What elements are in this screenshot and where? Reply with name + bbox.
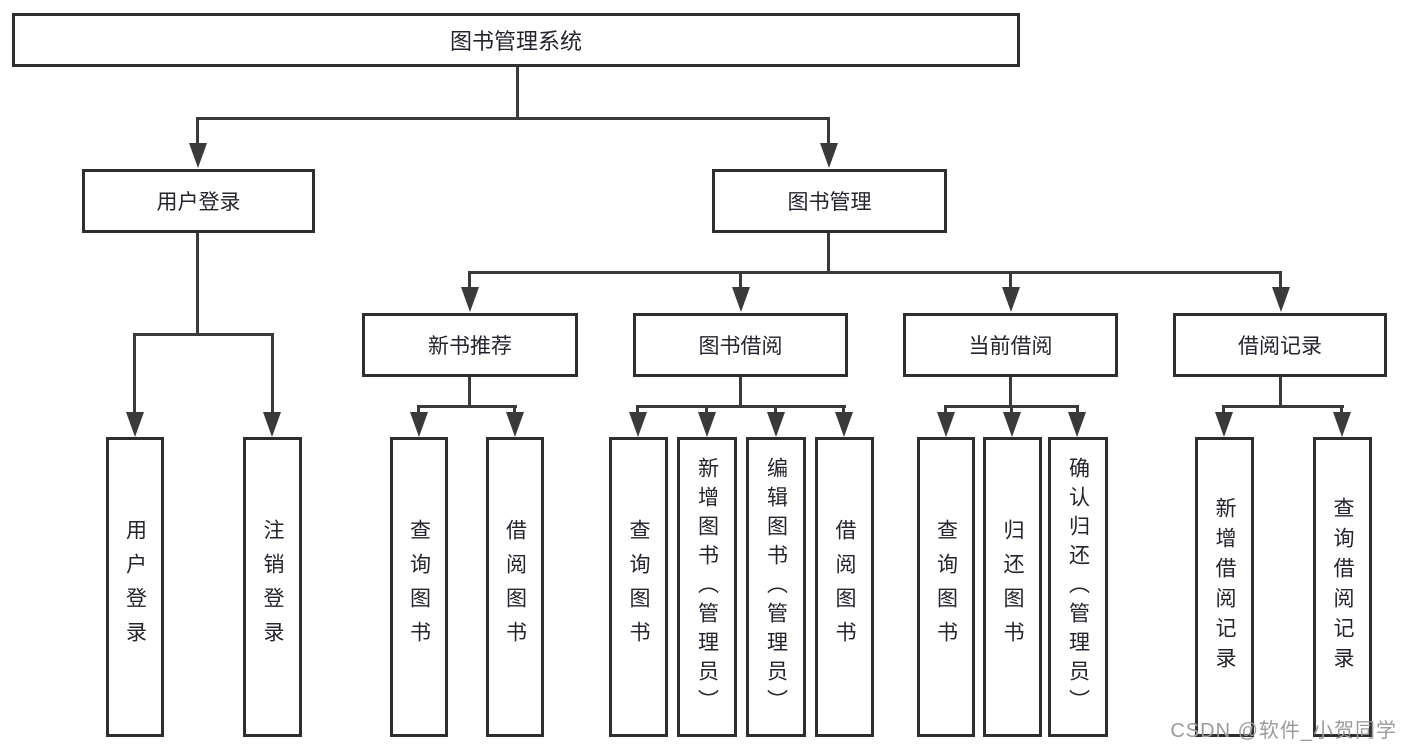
arrowhead-down-icon — [1068, 412, 1086, 437]
arrowhead-down-icon — [820, 143, 838, 168]
edge-root-stem — [516, 65, 519, 119]
edge-newbook-branch — [417, 405, 517, 408]
leaf-add-borrow-record: 新增借阅记录 — [1195, 437, 1254, 737]
arrowhead-down-icon — [1215, 412, 1233, 437]
edge-borrow-drop-4 — [842, 405, 845, 415]
node-book-management: 图书管理 — [712, 169, 947, 233]
arrowhead-down-icon — [835, 412, 853, 437]
edge-record-drop-1 — [1222, 405, 1225, 415]
leaf-borrow-book-label: 借阅图书 — [833, 519, 856, 655]
edge-record-stem — [1279, 376, 1282, 407]
node-user-login-label: 用户登录 — [156, 191, 241, 214]
leaf-query-book-borrow: 查询图书 — [609, 437, 668, 737]
edge-bookmgmt-stem — [827, 232, 830, 273]
edge-record-drop-2 — [1340, 405, 1343, 415]
arrowhead-down-icon — [698, 412, 716, 437]
edge-userlogin-branch — [133, 333, 274, 336]
node-book-borrow-label: 图书借阅 — [698, 335, 783, 358]
leaf-add-book-admin-label: 新增图书（管理员） — [695, 456, 719, 718]
edge-borrow-drop-2 — [705, 405, 708, 415]
arrowhead-down-icon — [263, 412, 281, 437]
leaf-confirm-return-admin: 确认归还（管理员） — [1048, 437, 1108, 737]
edge-bookmgmt-drop-3 — [1009, 271, 1012, 291]
node-book-borrow: 图书借阅 — [633, 313, 848, 377]
edge-record-branch — [1222, 405, 1344, 408]
leaf-edit-book-admin: 编辑图书（管理员） — [746, 437, 806, 737]
leaf-logout-label: 注销登录 — [261, 519, 284, 655]
edge-borrow-drop-3 — [774, 405, 777, 415]
arrowhead-down-icon — [732, 287, 750, 312]
arrowhead-down-icon — [1272, 287, 1290, 312]
edge-borrow-branch — [636, 405, 846, 408]
leaf-add-book-admin: 新增图书（管理员） — [677, 437, 737, 737]
arrowhead-down-icon — [767, 412, 785, 437]
arrowhead-down-icon — [1003, 412, 1021, 437]
leaf-query-book-current: 查询图书 — [917, 437, 975, 737]
edge-bookmgmt-drop-2 — [739, 271, 742, 291]
node-root-label: 图书管理系统 — [449, 29, 582, 54]
arrowhead-down-icon — [189, 143, 207, 168]
leaf-query-book-current-label: 查询图书 — [934, 519, 958, 655]
leaf-borrow-book-recommend-label: 借阅图书 — [503, 519, 527, 655]
edge-userlogin-stem — [196, 232, 199, 335]
leaf-borrow-book: 借阅图书 — [815, 437, 874, 737]
node-book-management-label: 图书管理 — [787, 191, 872, 214]
leaf-query-book-recommend: 查询图书 — [390, 437, 448, 737]
arrowhead-down-icon — [629, 412, 647, 437]
edge-bookmgmt-drop-4 — [1279, 271, 1282, 291]
leaf-user-login-label: 用户登录 — [123, 519, 147, 655]
node-current-borrow: 当前借阅 — [903, 313, 1118, 377]
edge-root-drop-left — [196, 117, 199, 147]
leaf-query-borrow-record-label: 查询借阅记录 — [1331, 497, 1354, 677]
arrowhead-down-icon — [126, 412, 144, 437]
leaf-confirm-return-admin-label: 确认归还（管理员） — [1066, 456, 1090, 718]
edge-current-drop-2 — [1010, 405, 1013, 415]
edge-root-drop-right — [827, 117, 830, 147]
edge-newbook-drop-1 — [417, 405, 420, 415]
node-borrow-record: 借阅记录 — [1173, 313, 1387, 377]
node-new-book-recommend-label: 新书推荐 — [428, 335, 512, 358]
edge-current-drop-3 — [1076, 405, 1079, 415]
node-user-login: 用户登录 — [82, 169, 315, 233]
leaf-user-login: 用户登录 — [106, 437, 164, 737]
arrowhead-down-icon — [1333, 412, 1351, 437]
arrowhead-down-icon — [506, 412, 524, 437]
edge-borrow-stem — [739, 376, 742, 407]
edge-newbook-stem — [468, 376, 471, 407]
edge-current-stem — [1009, 376, 1012, 407]
node-current-borrow-label: 当前借阅 — [968, 335, 1053, 358]
edge-borrow-drop-1 — [636, 405, 639, 415]
arrowhead-down-icon — [410, 412, 428, 437]
leaf-logout: 注销登录 — [243, 437, 302, 737]
node-root: 图书管理系统 — [12, 13, 1020, 67]
edge-bookmgmt-drop-1 — [468, 271, 471, 291]
leaf-add-borrow-record-label: 新增借阅记录 — [1213, 497, 1236, 677]
edge-current-drop-1 — [944, 405, 947, 415]
leaf-borrow-book-recommend: 借阅图书 — [486, 437, 544, 737]
edge-userlogin-drop-1 — [133, 333, 136, 415]
edge-userlogin-drop-2 — [271, 333, 274, 415]
leaf-return-book: 归还图书 — [983, 437, 1042, 737]
leaf-query-borrow-record: 查询借阅记录 — [1313, 437, 1372, 737]
arrowhead-down-icon — [937, 412, 955, 437]
edge-newbook-drop-2 — [513, 405, 516, 415]
node-borrow-record-label: 借阅记录 — [1238, 335, 1322, 358]
csdn-watermark: CSDN @软件_小贺同学 — [1170, 720, 1397, 742]
edge-bookmgmt-branch — [468, 271, 1282, 274]
edge-root-branch — [196, 117, 830, 120]
arrowhead-down-icon — [461, 287, 479, 312]
node-new-book-recommend: 新书推荐 — [362, 313, 578, 377]
leaf-query-book-borrow-label: 查询图书 — [627, 519, 650, 655]
leaf-query-book-recommend-label: 查询图书 — [407, 519, 431, 655]
leaf-return-book-label: 归还图书 — [1001, 519, 1024, 655]
leaf-edit-book-admin-label: 编辑图书（管理员） — [764, 456, 788, 718]
arrowhead-down-icon — [1002, 287, 1020, 312]
